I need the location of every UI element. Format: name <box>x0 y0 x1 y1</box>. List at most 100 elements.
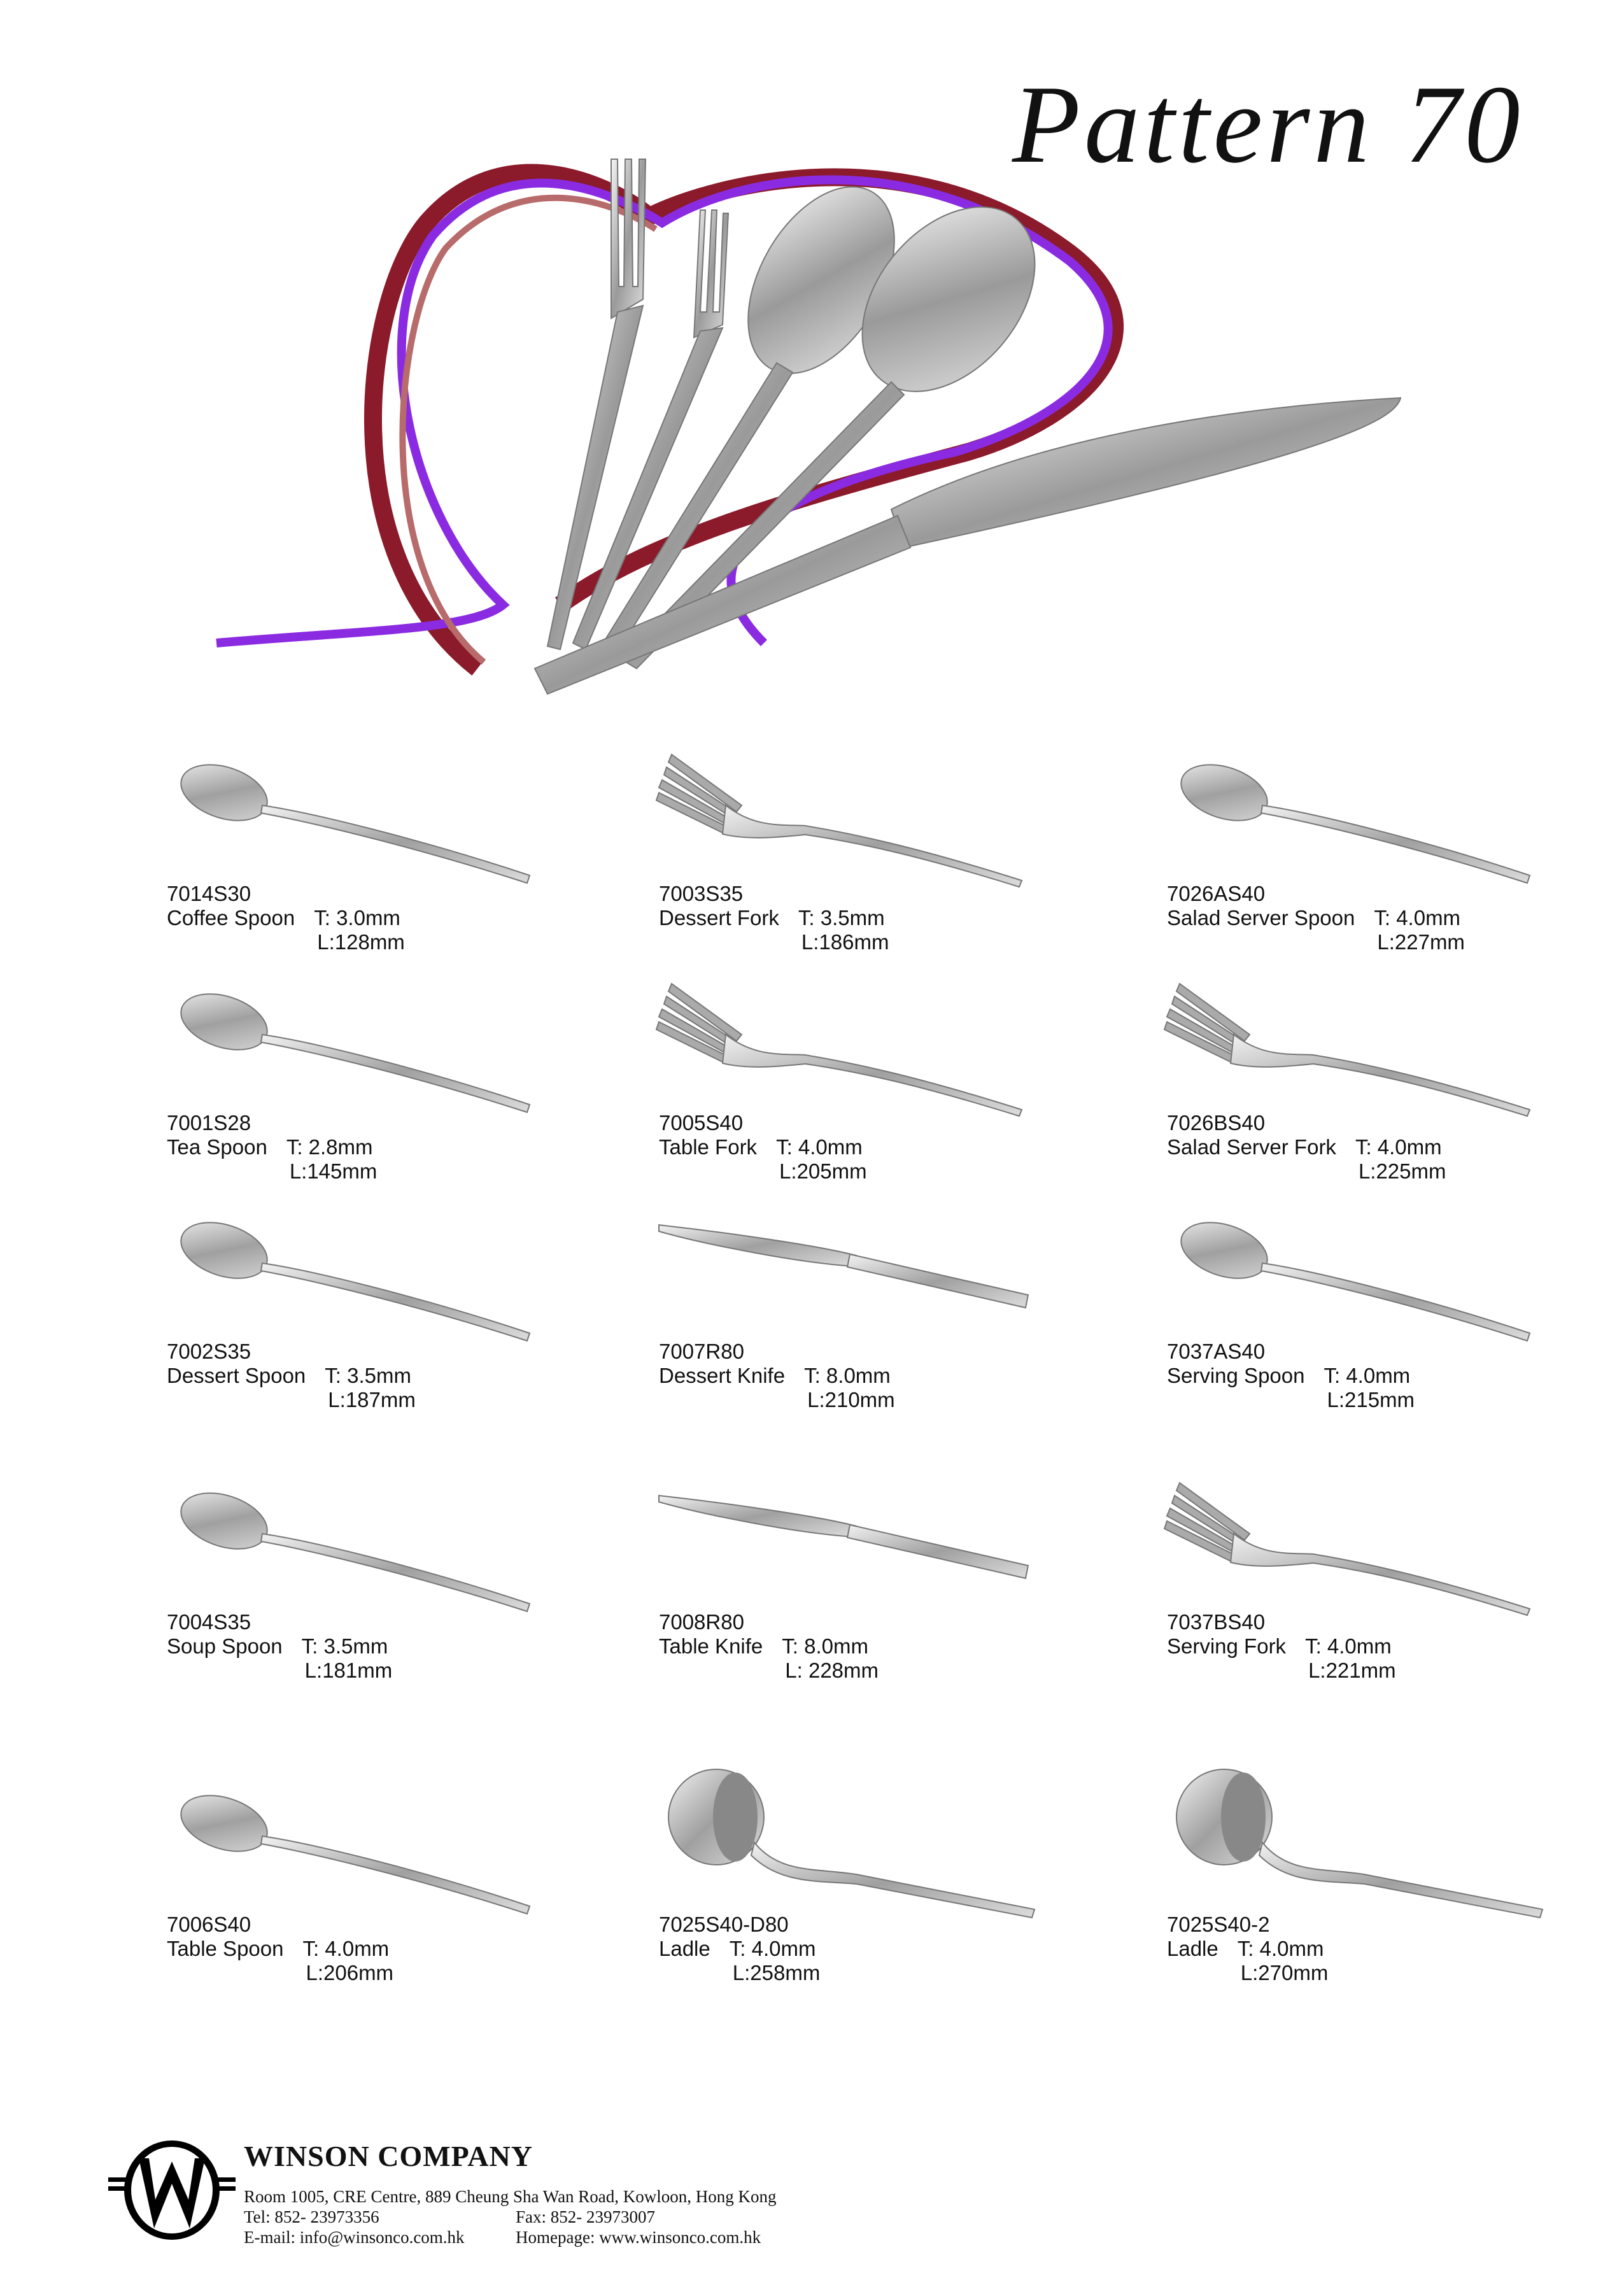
company-email: E-mail: info@winsonco.com.hk <box>244 2228 465 2247</box>
product-length: L:187mm <box>328 1388 416 1411</box>
ladle-icon <box>668 1769 1036 1919</box>
hero-fork-1 <box>546 159 647 651</box>
knife-icon <box>658 1224 1029 1309</box>
product-length: L:221mm <box>1308 1659 1396 1682</box>
page-title: Pattern 70 <box>1012 62 1524 186</box>
winson-logo <box>108 2140 236 2240</box>
knife-icon <box>658 1494 1029 1580</box>
hero-spoon-1 <box>594 186 895 663</box>
product-thickness: T: 4.0mm <box>1305 1634 1392 1658</box>
product-code: 7008R80 <box>659 1610 744 1634</box>
ladle-icon <box>1176 1769 1544 1919</box>
spoon-icon <box>1180 764 1531 884</box>
product-thickness: T: 4.0mm <box>776 1135 863 1159</box>
company-tel: Tel: 852- 23973356 <box>244 2207 379 2226</box>
hero-knife <box>533 397 1402 695</box>
product-name: Dessert Spoon <box>167 1364 306 1387</box>
company-address: Room 1005, CRE Centre, 889 Cheung Sha Wa… <box>244 2187 777 2206</box>
spoon-icon <box>180 1222 531 1342</box>
product-code: 7026BS40 <box>1167 1111 1266 1135</box>
product-name: Table Knife <box>659 1634 763 1658</box>
product-code: 7002S35 <box>167 1340 251 1363</box>
company-fax: Fax: 852- 23973007 <box>516 2207 655 2226</box>
product-length: L:270mm <box>1240 1961 1329 1984</box>
spoon-icon <box>1180 1222 1531 1342</box>
product-length: L: 228mm <box>785 1659 879 1682</box>
product-code: 7004S35 <box>167 1610 251 1634</box>
product-thickness: T: 4.0mm <box>1324 1364 1411 1387</box>
product-length: L:206mm <box>306 1961 394 1984</box>
product-thickness: T: 3.5mm <box>325 1364 411 1387</box>
product-length: L:258mm <box>732 1961 821 1984</box>
product-thickness: T: 4.0mm <box>729 1937 816 1960</box>
product-name: Ladle <box>1167 1937 1218 1960</box>
product-length: L:181mm <box>304 1659 393 1682</box>
product-name: Dessert Fork <box>659 906 779 930</box>
hero-spoon-2 <box>619 206 1036 670</box>
product-code: 7005S40 <box>659 1111 744 1135</box>
product-name: Tea Spoon <box>167 1135 267 1159</box>
product-length: L:186mm <box>801 930 889 954</box>
product-name: Salad Server Fork <box>1167 1135 1336 1159</box>
product-name: Soup Spoon <box>167 1634 283 1658</box>
product-length: L:128mm <box>317 930 405 954</box>
product-name: Table Spoon <box>167 1937 284 1960</box>
product-code: 7037AS40 <box>1167 1340 1266 1363</box>
product-code: 7014S30 <box>167 882 251 905</box>
product-length: L:205mm <box>779 1159 867 1183</box>
product-code: 7003S35 <box>659 882 744 905</box>
product-code: 7025S40-2 <box>1167 1913 1270 1936</box>
ribbon-pink <box>399 194 658 665</box>
product-name: Table Fork <box>659 1135 758 1159</box>
product-name: Serving Spoon <box>1167 1364 1305 1387</box>
product-length: L:210mm <box>807 1388 895 1411</box>
fork-icon <box>1163 982 1531 1117</box>
fork-icon <box>655 982 1023 1117</box>
product-name: Salad Server Spoon <box>1167 906 1355 930</box>
product-thickness: T: 3.5mm <box>301 1634 388 1658</box>
spoon-icon <box>180 1492 531 1613</box>
spoon-icon <box>180 1795 531 1915</box>
ribbon-purple <box>216 175 1113 647</box>
product-thickness: T: 4.0mm <box>302 1937 390 1960</box>
fork-icon <box>1163 1482 1531 1617</box>
product-name: Ladle <box>659 1937 710 1960</box>
company-homepage: Homepage: www.winsonco.com.hk <box>516 2228 761 2247</box>
product-length: L:227mm <box>1377 930 1465 954</box>
spoon-icon <box>180 764 531 884</box>
fork-icon <box>655 753 1023 888</box>
product-thickness: T: 3.5mm <box>798 906 885 930</box>
product-code: 7026AS40 <box>1167 882 1266 905</box>
product-thickness: T: 4.0mm <box>1355 1135 1442 1159</box>
company-name: WINSON COMPANY <box>244 2140 533 2172</box>
product-code: 7007R80 <box>659 1340 744 1363</box>
hero-cutlery-photo <box>216 159 1402 695</box>
product-code: 7001S28 <box>167 1111 251 1135</box>
product-code: 7025S40-D80 <box>659 1913 789 1936</box>
company-footer: WINSON COMPANY Room 1005, CRE Centre, 88… <box>108 2139 999 2247</box>
product-name: Dessert Knife <box>659 1364 786 1387</box>
product-name: Coffee Spoon <box>167 906 295 930</box>
product-name: Serving Fork <box>1167 1634 1287 1658</box>
product-thickness: T: 2.8mm <box>286 1135 373 1159</box>
product-code: 7037BS40 <box>1167 1610 1266 1634</box>
product-length: L:225mm <box>1358 1159 1446 1183</box>
product-thickness: T: 3.0mm <box>314 906 400 930</box>
product-thickness: T: 4.0mm <box>1237 1937 1324 1960</box>
spoon-icon <box>180 993 531 1114</box>
